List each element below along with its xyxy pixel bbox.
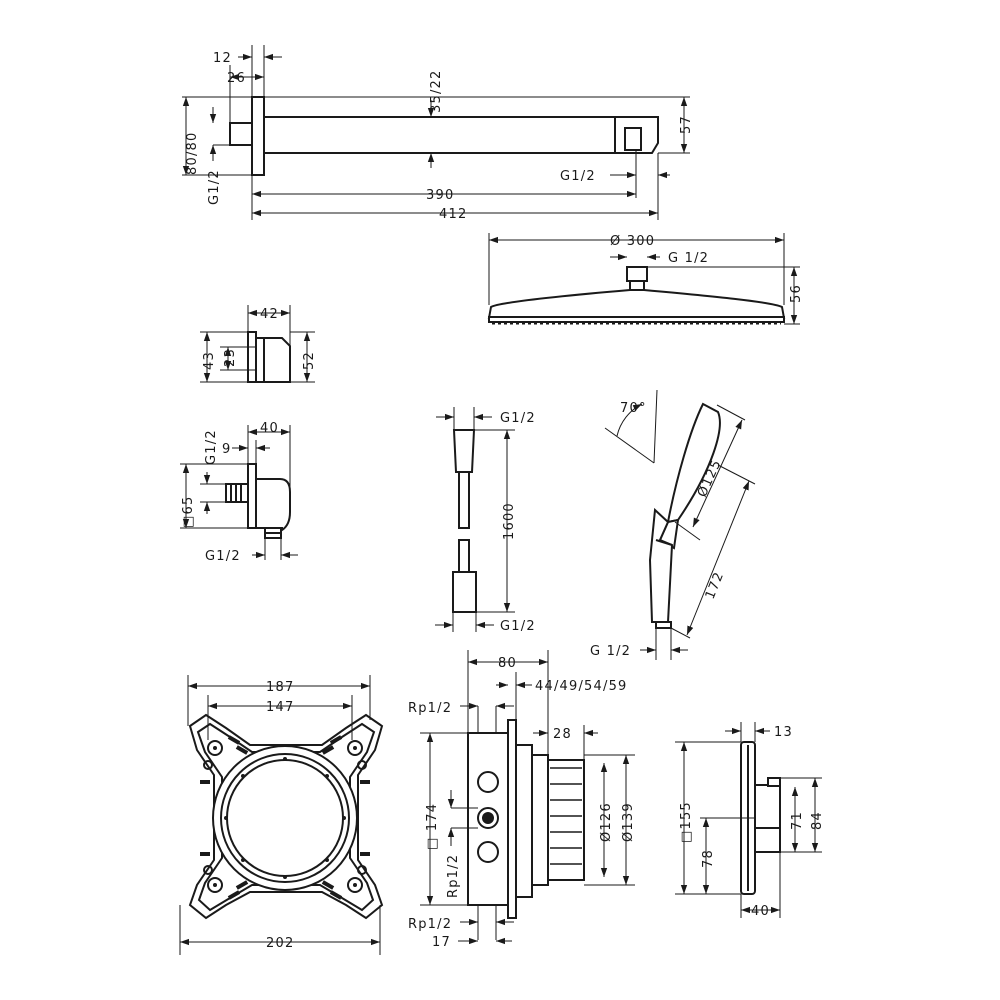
wall-flange [251,96,265,176]
overhead-nozzle-plate [488,316,785,323]
elbow-plate [247,463,257,529]
dim-71: 71 [790,811,805,830]
dim-56: 56 [789,284,804,303]
thread-stub [229,122,253,146]
dim-overhead-g12: G 1/2 [668,251,709,266]
dim-412: 412 [439,207,467,222]
hand-shower-thread [655,621,672,629]
frame-ring-dots [224,757,346,879]
mounting-frame-drawing: 187 147 202 [179,675,384,955]
dim-35-22: 35/22 [429,70,444,113]
dim-17: 17 [432,935,451,950]
bracket-plate [247,331,257,383]
box-extension-2 [531,754,549,886]
dim-147: 147 [266,700,294,715]
arm-outlet [624,127,642,151]
dim-g12-outlet: G1/2 [560,169,596,184]
dim-42: 42 [260,307,279,322]
dim-26: 26 [227,71,246,86]
dim-202: 202 [266,936,294,951]
overhead-shower-head [487,289,786,319]
hose-nut-bottom [452,571,477,613]
dim-57: 57 [679,115,694,134]
hose-segment-bottom [458,539,470,573]
bracket-body [255,337,291,383]
dim-hand-g12: G 1/2 [590,644,631,659]
dim-65: □65 [181,496,196,528]
arm-body [263,116,659,154]
dim-box-80: 80 [498,656,517,671]
dim-12: 12 [213,51,232,66]
box-port-bottom [477,841,499,863]
dim-43: 43 [202,351,217,370]
dim-78: 78 [701,849,716,868]
dim-rp12-bottom: Rp1/2 [408,917,452,932]
dim-dia-139: Ø139 [621,802,636,842]
elbow-body [255,478,291,532]
shower-hose-drawing: G1/2 1600 G1/2 [435,407,536,634]
dim-84: 84 [810,811,825,830]
dim-80-80: 80/80 [185,132,200,175]
wall-bracket-drawing: 42 43 23 52 [200,305,317,383]
dim-28: 28 [553,727,572,742]
hand-shower-handle [648,507,674,623]
box-cartridge [547,759,585,881]
trim-mixer-drawing: 13 □155 78 71 84 40 [675,722,825,919]
hose-segment-top [458,471,470,529]
cartridge-ribs [550,767,582,865]
trim-handle [754,784,781,853]
dim-dia-300: Ø 300 [610,234,655,249]
dim-hose-g12-top: G1/2 [500,411,536,426]
dim-rp12-top: Rp1/2 [408,701,452,716]
dim-187: 187 [266,680,294,695]
dim-52: 52 [302,351,317,370]
dim-trim-40: 40 [751,904,770,919]
wall-elbow-drawing: 40 9 G1/2 □65 G1/2 [180,421,298,564]
box-extension [515,744,533,898]
dim-1600: 1600 [502,502,517,540]
dim-dia-126: Ø126 [599,802,614,842]
dim-hose-g12-bottom: G1/2 [500,619,536,634]
dim-174: □ 174 [425,803,440,850]
dim-9: 9 [222,442,231,457]
dim-172: 172 [703,570,728,602]
dim-23: 23 [223,348,238,367]
overhead-shower-drawing: Ø 300 G 1/2 56 [487,233,804,325]
dim-elbow-g12-bottom: G1/2 [205,549,241,564]
frame-ring-outer [212,745,358,891]
trim-handle-cap [767,777,781,787]
dim-rp12-middle: Rp1/2 [446,854,461,898]
hose-nut-top [452,429,476,473]
overhead-connector [626,266,648,282]
dim-155: □155 [679,801,694,843]
dim-g12-stub: G1/2 [207,169,222,205]
dim-angle-70: 70° [620,401,647,416]
dim-elbow-40: 40 [260,421,279,436]
dim-13: 13 [774,725,793,740]
dim-elbow-g12-top: G1/2 [204,429,219,465]
box-port-top [477,771,499,793]
frame-slots [200,735,370,900]
hand-shower-drawing: 70° Ø125 172 G 1/2 [590,389,756,660]
dim-44-59: 44/49/54/59 [535,679,628,694]
concealed-box-drawing: 80 44/49/54/59 Rp1/2 28 □ 174 Ø126 Ø139 … [408,650,636,950]
shower-arm-drawing: 12 26 35/22 80/80 G1/2 57 G1/2 390 412 [182,45,694,222]
dim-390: 390 [426,188,454,203]
